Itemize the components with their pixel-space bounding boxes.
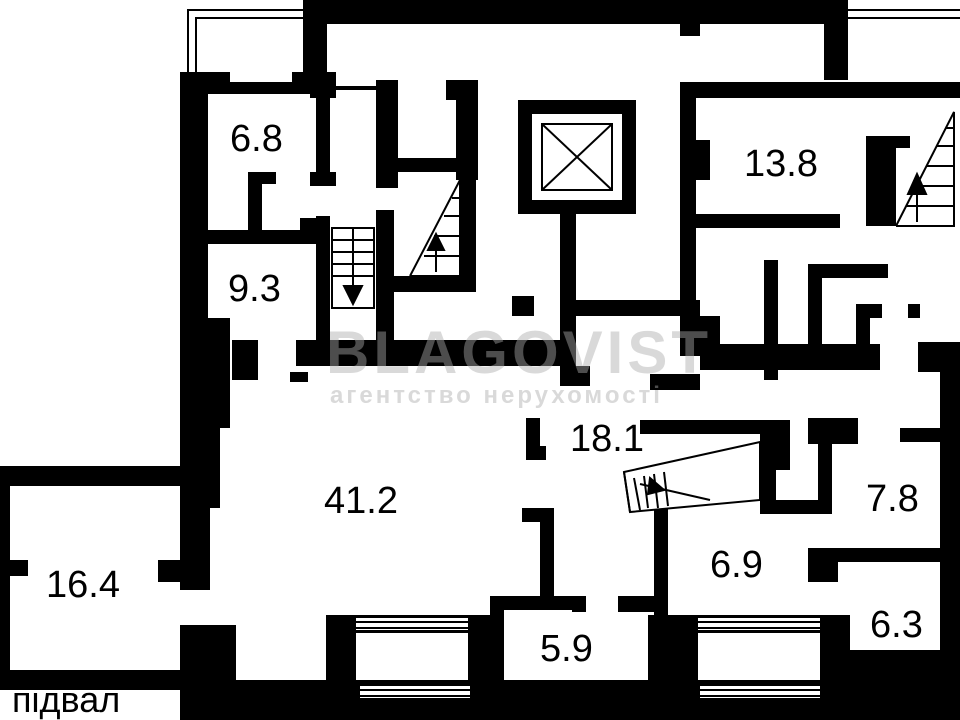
top-balconies bbox=[187, 9, 960, 72]
windows bbox=[356, 618, 820, 698]
watermark-tagline: агентство нерухомості bbox=[330, 382, 663, 409]
elevator-symbol bbox=[541, 123, 613, 191]
room-area-label: 18.1 bbox=[570, 418, 644, 460]
stairs-up-left bbox=[409, 179, 461, 277]
stairs-down bbox=[331, 227, 375, 309]
room-area-label: 6.3 bbox=[870, 604, 923, 646]
room-area-label: 7.8 bbox=[866, 478, 919, 520]
room-area-label: 9.3 bbox=[228, 268, 281, 310]
room-area-label: 5.9 bbox=[540, 628, 593, 670]
stairs-up-right bbox=[895, 111, 955, 227]
stairs-lower bbox=[622, 440, 761, 514]
room-area-label: 13.8 bbox=[744, 143, 818, 185]
room-area-label: 6.8 bbox=[230, 118, 283, 160]
wall-stubs bbox=[290, 86, 920, 382]
room-area-label: 16.4 bbox=[46, 564, 120, 606]
floor-label: підвал bbox=[12, 679, 121, 720]
room-area-label: 6.9 bbox=[710, 544, 763, 586]
room-area-label: 41.2 bbox=[324, 480, 398, 522]
watermark-brand: BLAGOVIST bbox=[326, 319, 713, 386]
